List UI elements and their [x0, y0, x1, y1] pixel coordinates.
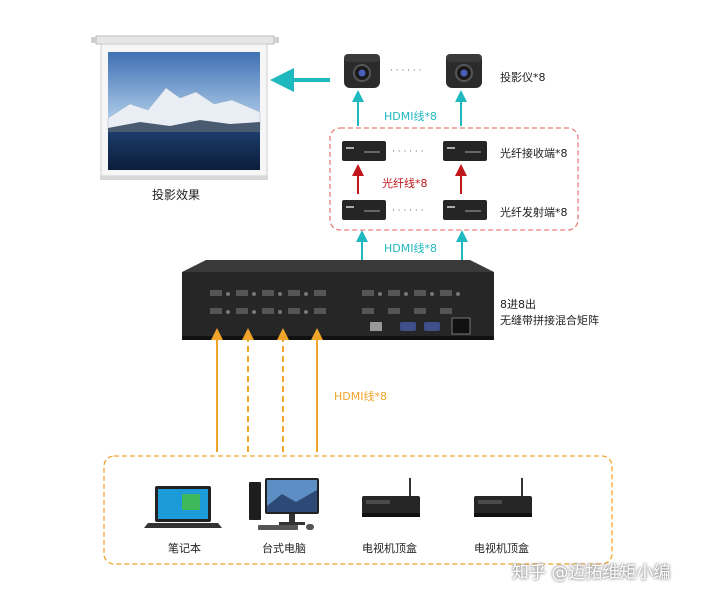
fiber-receiver-2 [443, 141, 487, 161]
fiber-receiver-label: 光纤接收端*8 [500, 147, 568, 160]
fiber-extender-group [329, 127, 579, 231]
laptop-icon [144, 486, 222, 528]
matrix-switcher [182, 260, 494, 340]
hdmi-label-top: HDMI线*8 [384, 110, 437, 123]
projector-2 [446, 54, 482, 88]
fiber-cable-label: 光纤线*8 [382, 177, 428, 190]
set-top-box-icon-2 [474, 478, 532, 517]
ellipsis-receivers: · · · · · · [392, 147, 424, 157]
fiber-transmitter-2 [443, 200, 487, 220]
ellipsis-transmitters: · · · · · · [392, 206, 424, 216]
source-label-laptop: 笔记本 [168, 542, 201, 555]
projector-label: 投影仪*8 [500, 71, 546, 84]
ellipsis-projectors: · · · · · · [390, 66, 422, 76]
source-label-stb-1: 电视机顶盒 [362, 542, 417, 555]
fiber-receiver-1 [342, 141, 386, 161]
fiber-transmitter-1 [342, 200, 386, 220]
source-group [103, 455, 613, 565]
source-label-desktop: 台式电脑 [262, 542, 306, 555]
hdmi-label-mid: HDMI线*8 [384, 242, 437, 255]
projection-screen [91, 35, 279, 180]
set-top-box-icon-1 [362, 478, 420, 517]
matrix-label-line2: 无缝带拼接混合矩阵 [500, 314, 599, 327]
fiber-transmitter-label: 光纤发射端*8 [500, 206, 568, 219]
matrix-label-line1: 8进8出 [500, 298, 536, 311]
watermark: 知乎 @迈拓维矩小编 [512, 563, 671, 583]
projection-effect-label: 投影效果 [152, 188, 201, 202]
projector-1 [344, 54, 380, 88]
hdmi-label-bottom: HDMI线*8 [334, 390, 387, 403]
source-label-stb-2: 电视机顶盒 [474, 542, 529, 555]
desktop-pc-icon [249, 478, 319, 530]
